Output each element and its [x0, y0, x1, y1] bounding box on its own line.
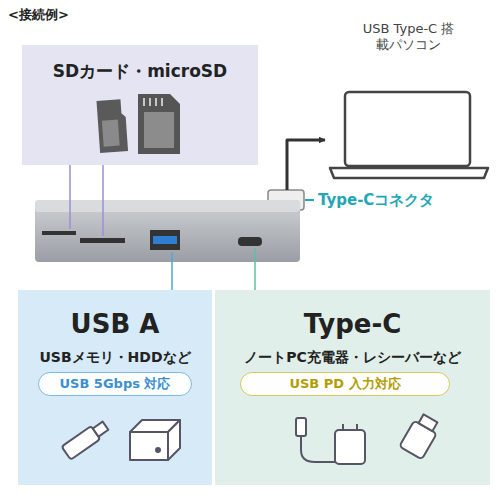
node-label: Type-C [215, 308, 490, 341]
connection-arrow [287, 140, 325, 190]
sd-box: SDカード・microSD [22, 45, 258, 165]
hub-node: Type-Cコネクタ [35, 190, 305, 262]
node-label: SDカード・microSD [22, 61, 258, 82]
usb-hub [35, 190, 304, 262]
sd-panel [22, 45, 258, 165]
leader-line [70, 190, 314, 262]
cable-charger-receiver [296, 412, 442, 464]
node-label: Type-Cコネクタ [318, 191, 434, 210]
node-sublabel: ノートPC充電器・レシーバーなど [215, 349, 490, 367]
node-label: USB PD 入力対応 [289, 376, 400, 392]
microsd-card [96, 99, 128, 153]
laptop-node: USB Type-C 搭載パソコン [325, 15, 492, 185]
usb-a-box: USB A USBメモリ・HDDなど USB 5Gbps 対応 [18, 290, 212, 485]
spec-pill: USB 5Gbps 対応 [38, 372, 192, 396]
node-sublabel: USBメモリ・HDDなど [18, 349, 212, 367]
spec-pill: USB PD 入力対応 [240, 372, 450, 396]
type-c-box: Type-C ノートPC充電器・レシーバーなど USB PD 入力対応 [215, 290, 490, 485]
sd-card [138, 94, 180, 154]
connection-line [254, 262, 256, 290]
node-label: USB 5Gbps 対応 [60, 376, 171, 392]
usb-a-panel [18, 290, 212, 485]
node-label: USB Type-C 搭載パソコン [363, 21, 455, 54]
type-c-panel [215, 290, 490, 485]
diagram-title: <接続例> [8, 6, 69, 24]
usb-stick-hdd [62, 419, 180, 460]
laptop [330, 92, 488, 178]
node-label: USB A [18, 308, 212, 341]
connection-line [171, 262, 173, 290]
connection-line [69, 165, 71, 190]
connection-line [102, 165, 104, 190]
